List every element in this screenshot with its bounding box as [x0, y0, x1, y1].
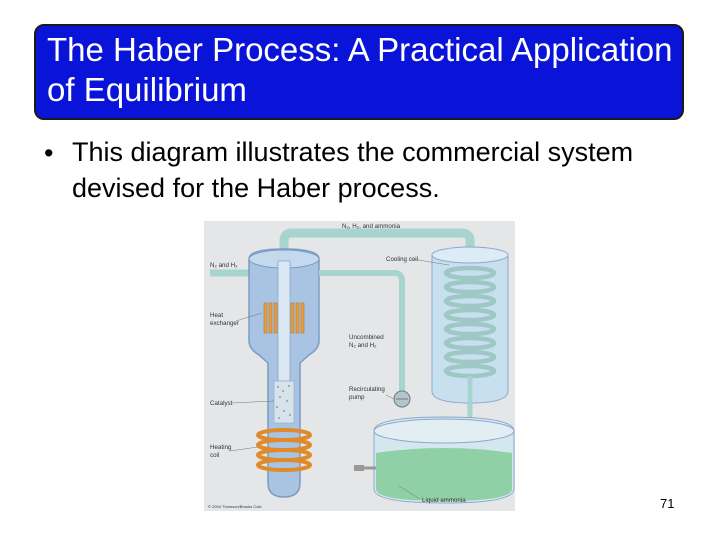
- top-pipe: [279, 228, 475, 273]
- label-heating-2: coil: [210, 452, 219, 459]
- label-uncombined-1: Uncombined: [349, 334, 384, 341]
- return-pipe: [319, 270, 405, 397]
- liquid-ammonia: [376, 448, 512, 501]
- catalyst-bed: [273, 380, 295, 424]
- label-heating-1: Heating: [210, 444, 232, 451]
- label-cooling-coil: Cooling coil: [386, 256, 418, 263]
- label-liquid-ammonia: Liquid ammonia: [422, 497, 466, 504]
- slide-title: The Haber Process: A Practical Applicati…: [47, 31, 673, 108]
- haber-process-diagram: N₂, H₂, and ammonia N₂ and H₂ Cooling co…: [204, 221, 515, 511]
- bullet-text: This diagram illustrates the commercial …: [72, 137, 634, 203]
- outlet-valve: [354, 465, 364, 471]
- label-recirculating-2: pump: [349, 394, 365, 401]
- page-number: 71: [660, 496, 675, 511]
- label-top: N₂, H₂, and ammonia: [342, 223, 401, 230]
- label-catalyst: Catalyst: [210, 400, 233, 407]
- inner-tube: [277, 260, 291, 382]
- label-inlet: N₂ and H₂: [210, 262, 238, 269]
- haber-diagram-svg: N₂, H₂, and ammonia N₂ and H₂ Cooling co…: [208, 223, 515, 509]
- label-recirculating-1: Recirculating: [349, 386, 385, 393]
- label-copyright: © 2004 Thomson/Brooks Cole: [208, 504, 262, 509]
- label-uncombined-2: N₂ and H₂: [349, 342, 377, 349]
- label-heat-exchanger-1: Heat: [210, 312, 223, 319]
- title-banner: The Haber Process: A Practical Applicati…: [34, 24, 684, 120]
- heating-coil: [256, 428, 312, 472]
- heat-exchanger-fins: [263, 302, 305, 334]
- bullet-marker: •: [44, 138, 54, 168]
- label-heat-exchanger-2: exchanger: [210, 320, 239, 327]
